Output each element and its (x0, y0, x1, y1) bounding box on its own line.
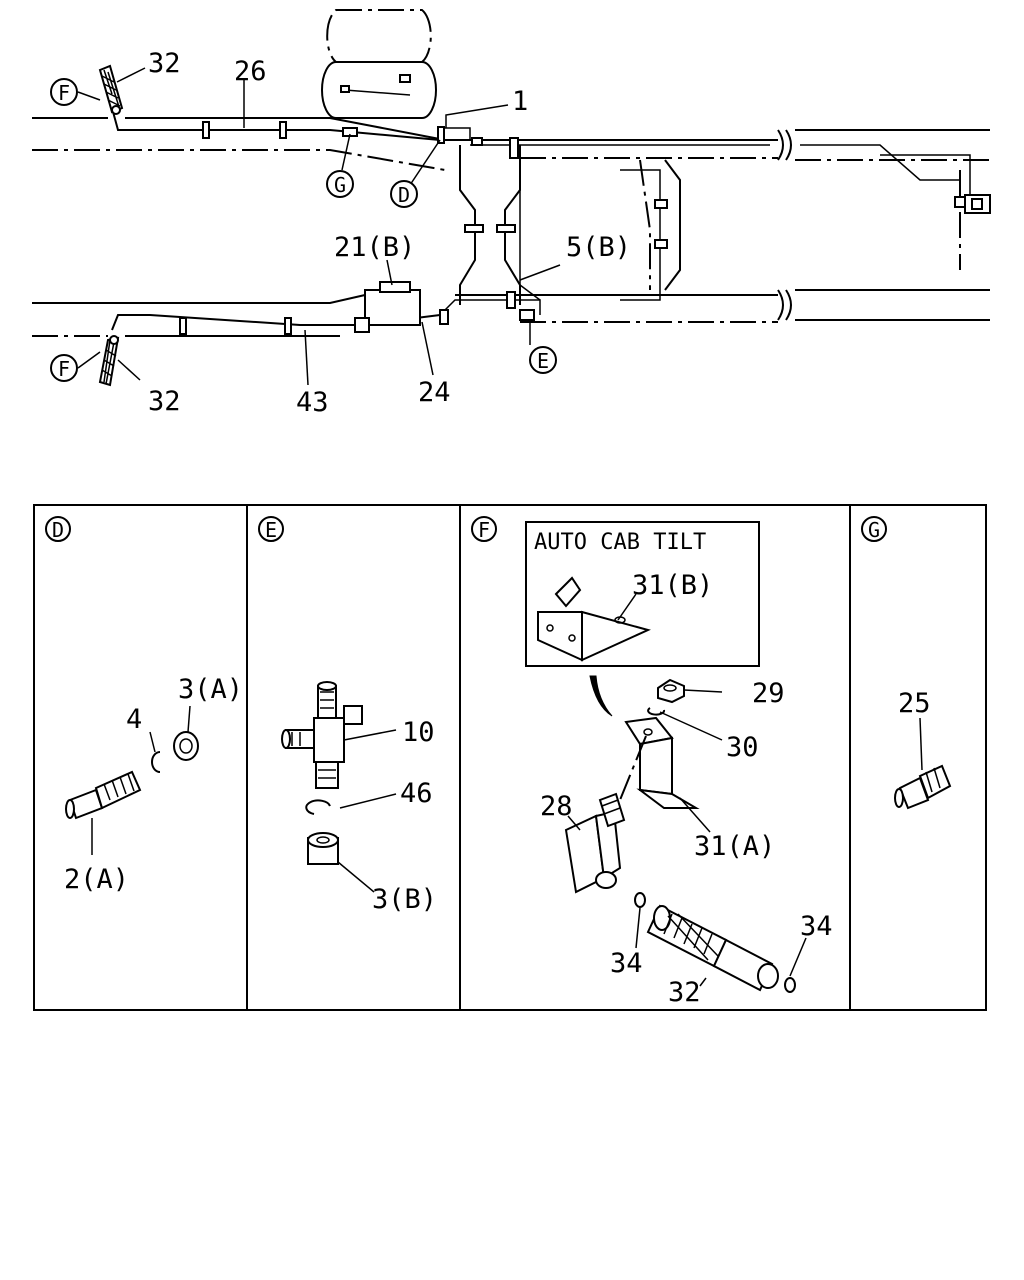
label-25: 25 (898, 688, 931, 719)
label-10: 10 (402, 717, 435, 748)
ref-circle-e: E (529, 346, 557, 374)
detail-panels: D 4 3(A) 2(A) (33, 504, 987, 1011)
connector-25 (894, 764, 952, 810)
label-34-right: 34 (800, 911, 833, 942)
panel-e: E 10 46 3(B) (258, 516, 437, 915)
svg-text:G: G (334, 173, 346, 197)
callout-32-bottom: 32 (148, 386, 181, 417)
relay-valve-21b (354, 281, 421, 333)
panel-g-tag: G (861, 516, 887, 542)
clip-46 (305, 799, 331, 815)
panel-d: D 4 3(A) 2(A) (45, 516, 243, 895)
panel-e-tag: E (258, 516, 284, 542)
svg-text:D: D (398, 183, 410, 207)
label-3a: 3(A) (178, 674, 243, 705)
connector-2a (65, 770, 142, 820)
bracket-31b (537, 576, 651, 662)
label-30: 30 (726, 732, 759, 763)
inset-auto-cab-tilt: AUTO CAB TILT 31(B) (525, 521, 760, 667)
label-29: 29 (752, 678, 785, 709)
label-28: 28 (540, 791, 573, 822)
view-arrow (589, 675, 613, 717)
svg-text:F: F (478, 518, 490, 542)
svg-text:G: G (868, 518, 880, 542)
callout-26: 26 (234, 56, 267, 87)
panel-f: F AUTO CAB TILT 31(B) (471, 516, 833, 1008)
svg-text:E: E (537, 349, 549, 373)
clip-4 (151, 751, 161, 773)
tee-fitting-10 (281, 681, 363, 789)
washer-30 (647, 707, 666, 716)
callout-21b: 21(B) (334, 232, 415, 263)
label-31a: 31(A) (694, 831, 775, 862)
ref-circle-f-top: F (50, 78, 78, 106)
nut-3a (173, 731, 199, 761)
fitting-28 (564, 792, 626, 894)
label-46: 46 (400, 778, 433, 809)
svg-text:E: E (265, 518, 277, 542)
panel-f-tag: F (471, 516, 497, 542)
label-32: 32 (668, 977, 701, 1008)
ref-circle-f-bottom: F (50, 354, 78, 382)
hose-32 (646, 904, 779, 992)
protective-hose-32-top (98, 64, 124, 115)
ref-circle-d: D (390, 180, 418, 208)
callout-43: 43 (296, 387, 329, 418)
label-34-left: 34 (610, 948, 643, 979)
callout-24: 24 (418, 377, 451, 408)
washer-34-left (634, 892, 646, 908)
nut-29 (657, 678, 685, 704)
panel-d-tag: D (45, 516, 71, 542)
air-tank-lower (321, 61, 437, 119)
overview-assembly: 32 26 1 21(B) 5(B) 43 24 32 F G D E F (32, 9, 991, 418)
label-3b: 3(B) (372, 884, 437, 915)
protective-hose-32-bottom (98, 335, 120, 387)
label-4: 4 (126, 704, 142, 735)
washer-34-right (784, 977, 796, 993)
svg-text:F: F (58, 357, 70, 381)
label-2a: 2(A) (64, 864, 129, 895)
callout-1: 1 (512, 86, 528, 117)
label-31b: 31(B) (632, 570, 713, 601)
svg-text:D: D (52, 518, 64, 542)
panel-g: G 25 (861, 516, 952, 810)
air-tank-upper (326, 9, 432, 63)
ref-circle-g: G (326, 170, 354, 198)
svg-text:F: F (58, 81, 70, 105)
bracket-31a (624, 716, 700, 809)
callout-32-top: 32 (148, 48, 181, 79)
nut-3b (307, 832, 339, 865)
callout-5b: 5(B) (566, 232, 631, 263)
inset-title: AUTO CAB TILT (534, 530, 706, 555)
